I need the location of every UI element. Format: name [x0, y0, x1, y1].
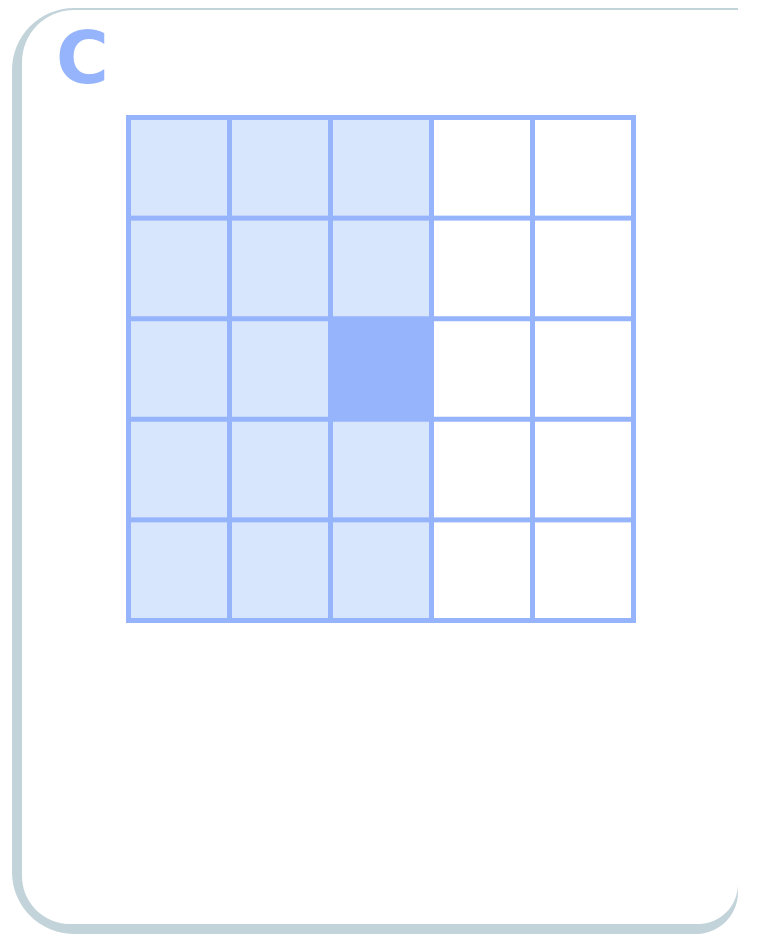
- grid-cell-r2-c4-empty: [431, 218, 533, 319]
- grid-cell-r4-c3-shaded: [330, 419, 432, 520]
- grid-cell-r5-c4-empty: [431, 519, 533, 621]
- grid-cell-r1-c5-empty: [532, 117, 634, 219]
- grid-cell-r5-c3-shaded: [330, 519, 432, 621]
- grid-cell-r3-c4-empty: [431, 318, 533, 420]
- grid-cell-r2-c5-empty: [532, 218, 634, 319]
- grid-cell-r5-c5-empty: [532, 519, 634, 621]
- grid-cell-r2-c1-shaded: [128, 218, 230, 319]
- grid-cell-r1-c2-shaded: [229, 117, 331, 219]
- grid-cell-r5-c1-shaded: [128, 519, 230, 621]
- grid-cell-r3-c5-empty: [532, 318, 634, 420]
- grid-cell-r3-c1-shaded: [128, 318, 230, 420]
- grid-cell-r2-c2-shaded: [229, 218, 331, 319]
- grid-cell-r4-c5-empty: [532, 419, 634, 520]
- grid-cell-r4-c2-shaded: [229, 419, 331, 520]
- grid: [126, 115, 636, 623]
- grid-cell-r1-c3-shaded: [330, 117, 432, 219]
- grid-cell-r2-c3-shaded: [330, 218, 432, 319]
- grid-cell-r5-c2-shaded: [229, 519, 331, 621]
- grid-cell-r3-c3-highlight: [330, 318, 432, 420]
- grid-cell-r1-c4-empty: [431, 117, 533, 219]
- grid-cell-r1-c1-shaded: [128, 117, 230, 219]
- grid-svg: [126, 115, 636, 623]
- grid-cell-r3-c2-shaded: [229, 318, 331, 420]
- panel-label: C: [56, 16, 109, 100]
- grid-cell-r4-c4-empty: [431, 419, 533, 520]
- grid-cell-r4-c1-shaded: [128, 419, 230, 520]
